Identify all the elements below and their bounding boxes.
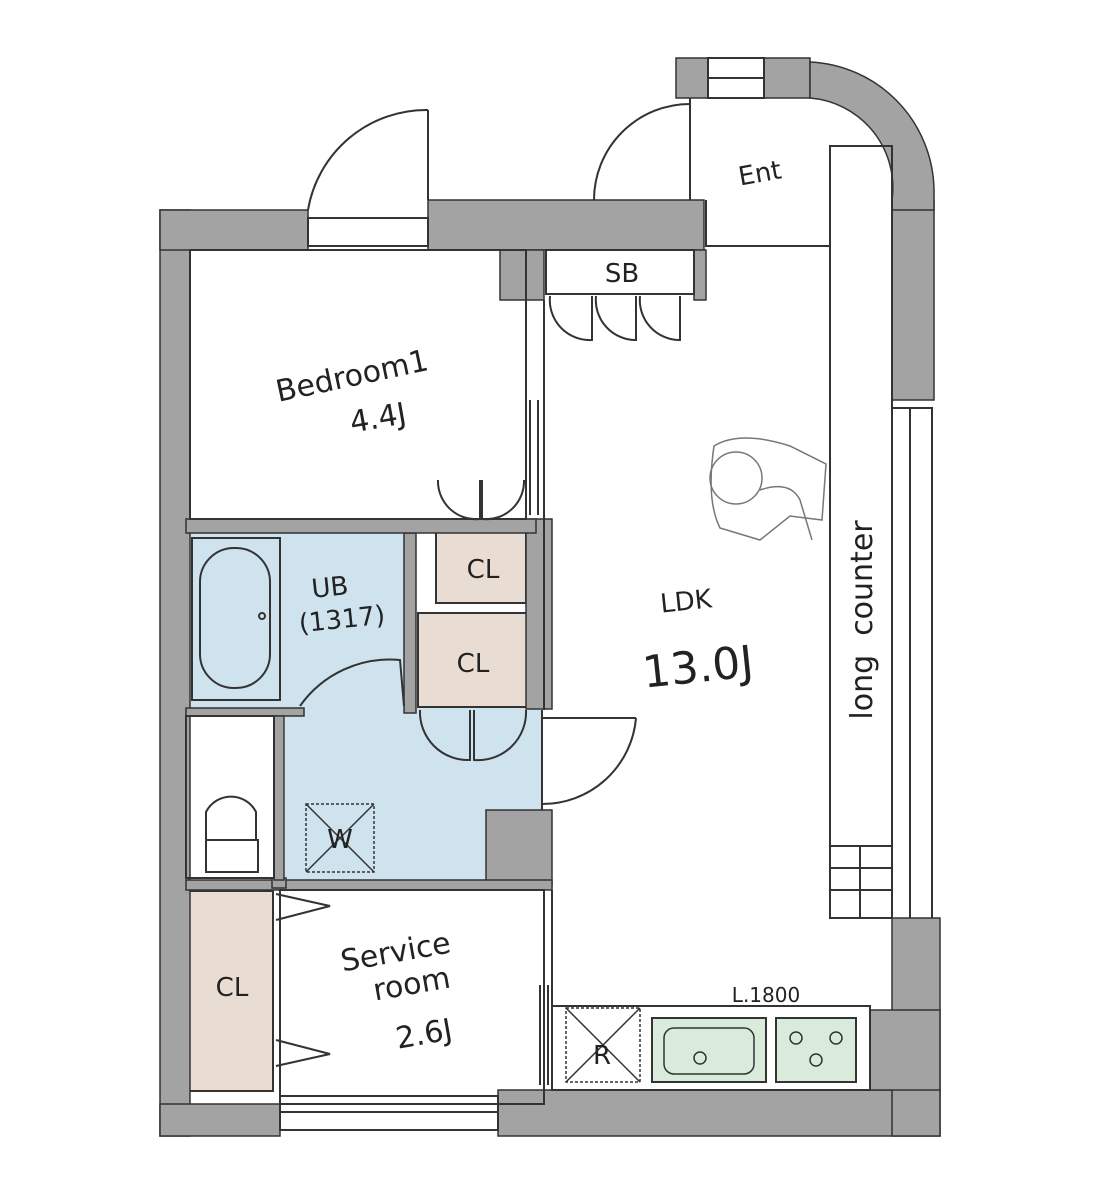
- walls: [159, 57, 941, 1137]
- label-bath-name: UB: [310, 571, 350, 605]
- label-closet-2: CL: [457, 649, 490, 679]
- label-service-size: 2.6J: [393, 1012, 455, 1056]
- entrance-curved-wall: [809, 61, 935, 211]
- label-bedroom-size: 4.4J: [347, 396, 409, 440]
- label-fridge: R: [593, 1041, 611, 1071]
- label-closet-1: CL: [467, 555, 500, 585]
- sink-icon: [651, 1017, 767, 1083]
- label-kitchen-length: L.1800: [732, 983, 800, 1007]
- label-bedroom-name: Bedroom1: [273, 343, 432, 409]
- fridge-icon: [565, 1007, 641, 1083]
- bathtub-icon: [191, 537, 281, 701]
- label-closet-3: CL: [216, 973, 249, 1003]
- label-ldk-size: 13.0J: [640, 636, 756, 698]
- closet-floor-3: [188, 890, 274, 1092]
- label-long-counter: long counter: [845, 520, 880, 720]
- label-entrance: Ent: [736, 155, 784, 192]
- person-figure-icon: [709, 437, 827, 541]
- label-ldk-name: LDK: [659, 584, 714, 619]
- label-shoe-box: SB: [605, 259, 639, 289]
- label-washer: W: [327, 825, 353, 855]
- toilet-icon: [205, 795, 259, 873]
- washer-icon: [305, 803, 375, 873]
- stove-icon: [775, 1017, 857, 1083]
- door-swing-icon: [275, 103, 691, 1067]
- bath-floor: [186, 533, 404, 708]
- interior-lines: [185, 57, 933, 1131]
